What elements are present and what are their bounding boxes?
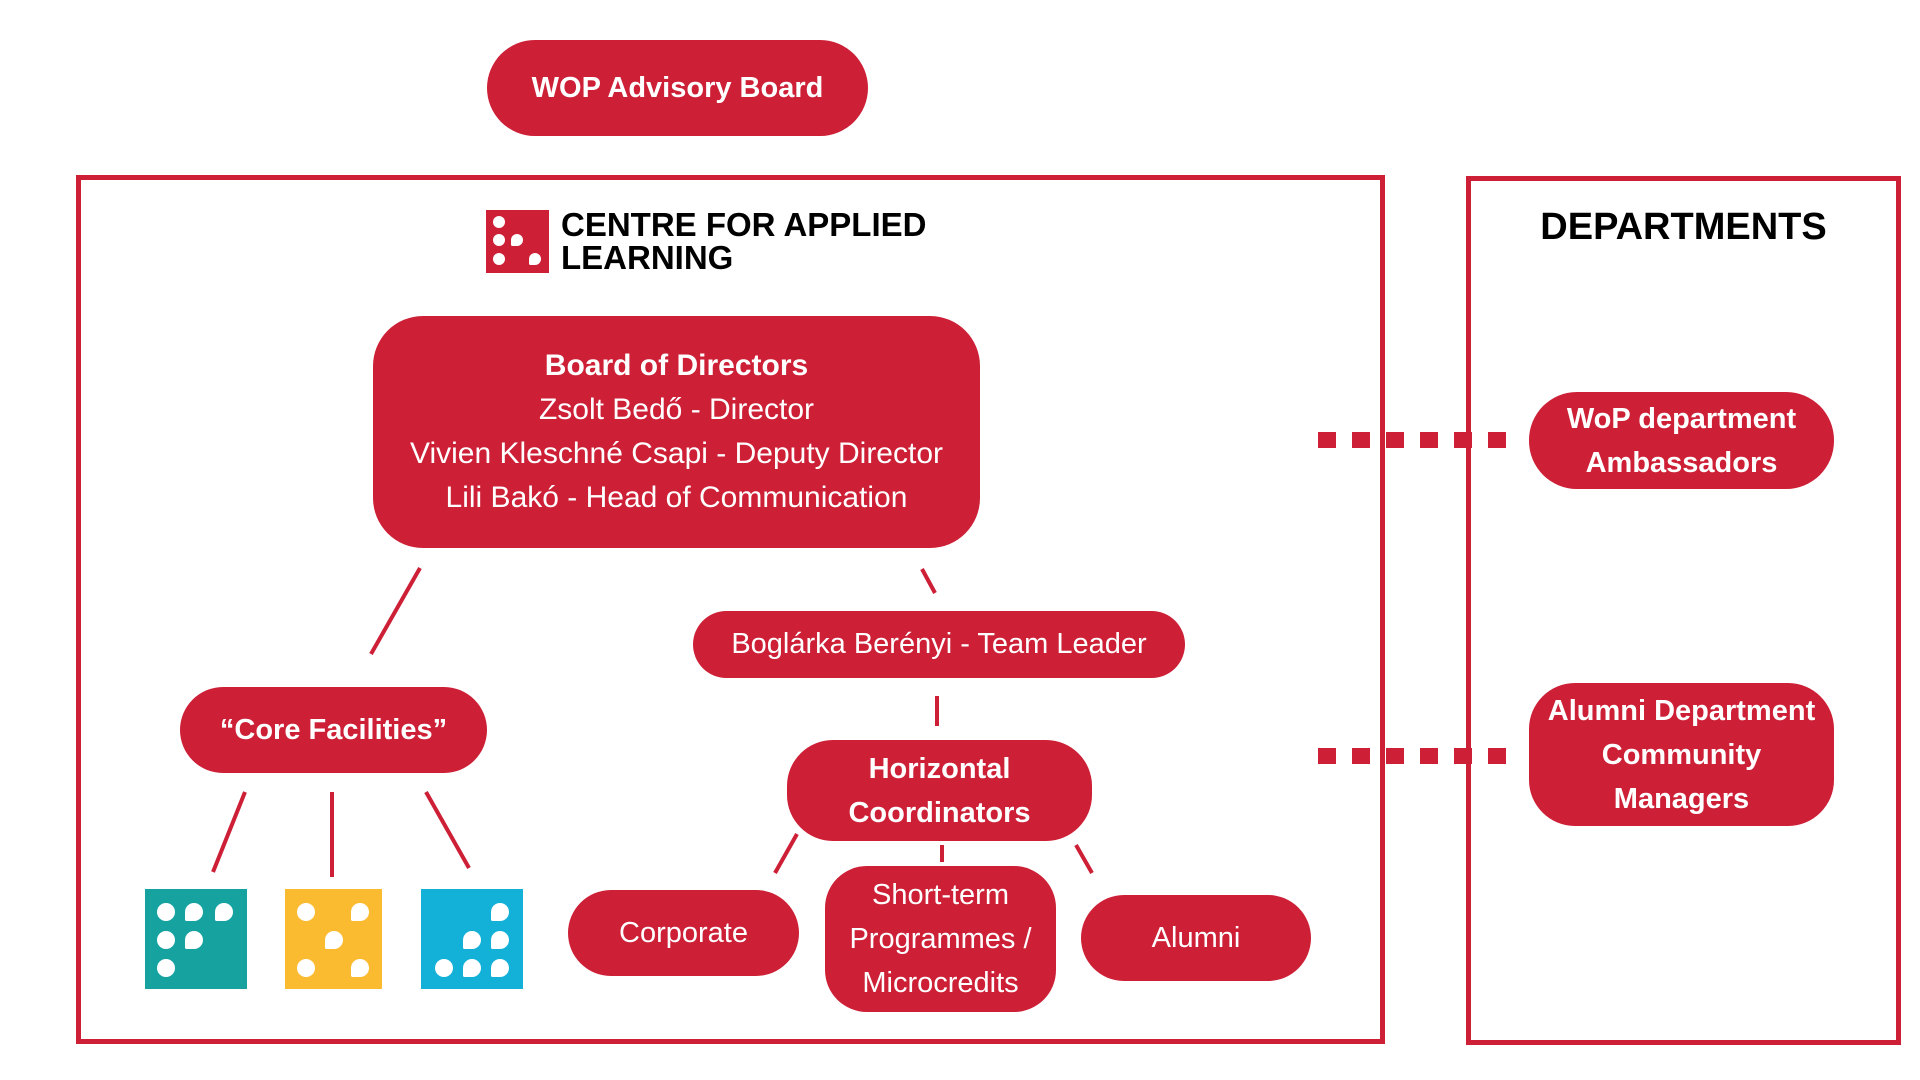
centre-title-line2: LEARNING [561, 239, 734, 276]
advisory-board-node: WOP Advisory Board [487, 40, 868, 136]
board-member-director: Zsolt Bedő - Director [538, 393, 815, 426]
alumni-dept-line2: Community [1601, 738, 1762, 771]
departments-heading: DEPARTMENTS [1540, 206, 1827, 248]
wop-line1: WoP department [1566, 402, 1797, 435]
facility-tile-yellow-icon [285, 889, 382, 989]
short-term-line2: Programmes / [849, 923, 1032, 955]
wop-line2: Ambassadors [1585, 446, 1778, 479]
corporate-label: Corporate [619, 916, 748, 949]
wop-ambassadors-node: WoP department Ambassadors [1529, 392, 1834, 489]
alumni-label: Alumni [1151, 921, 1241, 954]
alumni-node: Alumni [1081, 895, 1311, 981]
centre-title-line1: CENTRE FOR APPLIED [561, 206, 927, 243]
horizontal-coordinators-node: Horizontal Coordinators [787, 740, 1092, 841]
team-leader-node: Boglárka Berényi - Team Leader [693, 611, 1185, 678]
horizontal-line1: Horizontal [868, 752, 1011, 785]
board-member-communication: Lili Bakó - Head of Communication [445, 481, 908, 514]
alumni-dept-line3: Managers [1613, 782, 1750, 815]
advisory-board-label: WOP Advisory Board [531, 71, 824, 104]
alumni-dept-line1: Alumni Department [1547, 694, 1816, 727]
board-title: Board of Directors [544, 349, 809, 382]
horizontal-line2: Coordinators [848, 796, 1031, 829]
core-facilities-node: “Core Facilities” [180, 687, 487, 773]
short-term-line1: Short-term [872, 879, 1009, 911]
centre-logo-icon [486, 210, 549, 273]
core-to-tile1-line [211, 791, 247, 873]
centre-title: CENTRE FOR APPLIED LEARNING [561, 208, 926, 274]
departments-frame [1466, 176, 1901, 1045]
board-member-deputy: Vivien Kleschné Csapi - Deputy Director [409, 437, 943, 470]
board-to-leader-line [920, 568, 937, 594]
facility-tile-blue-icon [421, 889, 523, 989]
board-to-core-line [369, 567, 422, 655]
core-to-tile3-line [424, 791, 471, 869]
short-term-node: Short-term Programmes / Microcredits [825, 866, 1056, 1012]
board-of-directors-node: Board of Directors Zsolt Bedő - Director… [373, 316, 980, 548]
team-leader-label: Boglárka Berényi - Team Leader [731, 628, 1147, 660]
horizontal-to-corporate-line [773, 833, 799, 874]
corporate-node: Corporate [568, 890, 799, 976]
facility-tile-teal-icon [145, 889, 247, 989]
short-term-line3: Microcredits [862, 967, 1019, 999]
alumni-community-node: Alumni Department Community Managers [1529, 683, 1834, 826]
horizontal-to-alumni-line [1074, 844, 1094, 874]
core-facilities-label: “Core Facilities” [219, 713, 448, 746]
centre-frame [76, 175, 1385, 1044]
